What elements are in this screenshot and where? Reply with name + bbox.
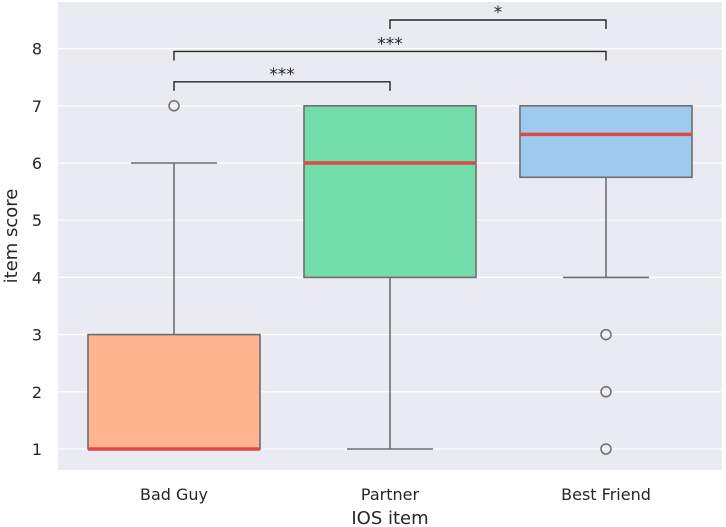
y-tick-label: 3 bbox=[32, 326, 42, 345]
bracket-line bbox=[173, 50, 607, 61]
significance-bracket: *** bbox=[173, 34, 607, 61]
y-tick-label: 5 bbox=[32, 211, 42, 230]
x-tick-label: Bad Guy bbox=[140, 485, 208, 504]
outlier-point bbox=[600, 386, 612, 398]
y-tick-label: 4 bbox=[32, 268, 42, 287]
y-tick-label: 1 bbox=[32, 440, 42, 459]
box-iqr bbox=[303, 105, 477, 279]
y-tick-label: 7 bbox=[32, 97, 42, 116]
box-iqr bbox=[87, 333, 261, 450]
significance-label: *** bbox=[377, 34, 403, 54]
outlier-point bbox=[168, 100, 180, 112]
y-tick-label: 2 bbox=[32, 383, 42, 402]
y-tick-label: 6 bbox=[32, 154, 42, 173]
y-axis-ticks: 1 2 3 4 5 6 7 8 bbox=[32, 40, 42, 459]
significance-bracket: * bbox=[389, 3, 607, 29]
y-tick-label: 8 bbox=[32, 40, 42, 59]
x-axis-title: IOS item bbox=[351, 508, 428, 527]
bracket-line bbox=[173, 81, 391, 91]
significance-label: *** bbox=[269, 65, 295, 85]
significance-brackets: ******* bbox=[173, 3, 607, 91]
x-tick-label: Best Friend bbox=[561, 485, 651, 504]
significance-label: * bbox=[494, 3, 503, 23]
boxes bbox=[87, 100, 693, 455]
box-best-friend bbox=[519, 105, 693, 455]
outlier-point bbox=[600, 443, 612, 455]
x-axis-ticks: Bad Guy Partner Best Friend bbox=[140, 485, 651, 504]
significance-bracket: *** bbox=[173, 65, 391, 91]
box-bad-guy bbox=[87, 100, 261, 451]
y-axis-title: item score bbox=[1, 189, 22, 284]
box-partner bbox=[303, 105, 477, 450]
outlier-point bbox=[600, 328, 612, 341]
box-iqr bbox=[519, 105, 693, 179]
x-tick-label: Partner bbox=[361, 485, 420, 504]
bracket-line bbox=[389, 19, 607, 29]
